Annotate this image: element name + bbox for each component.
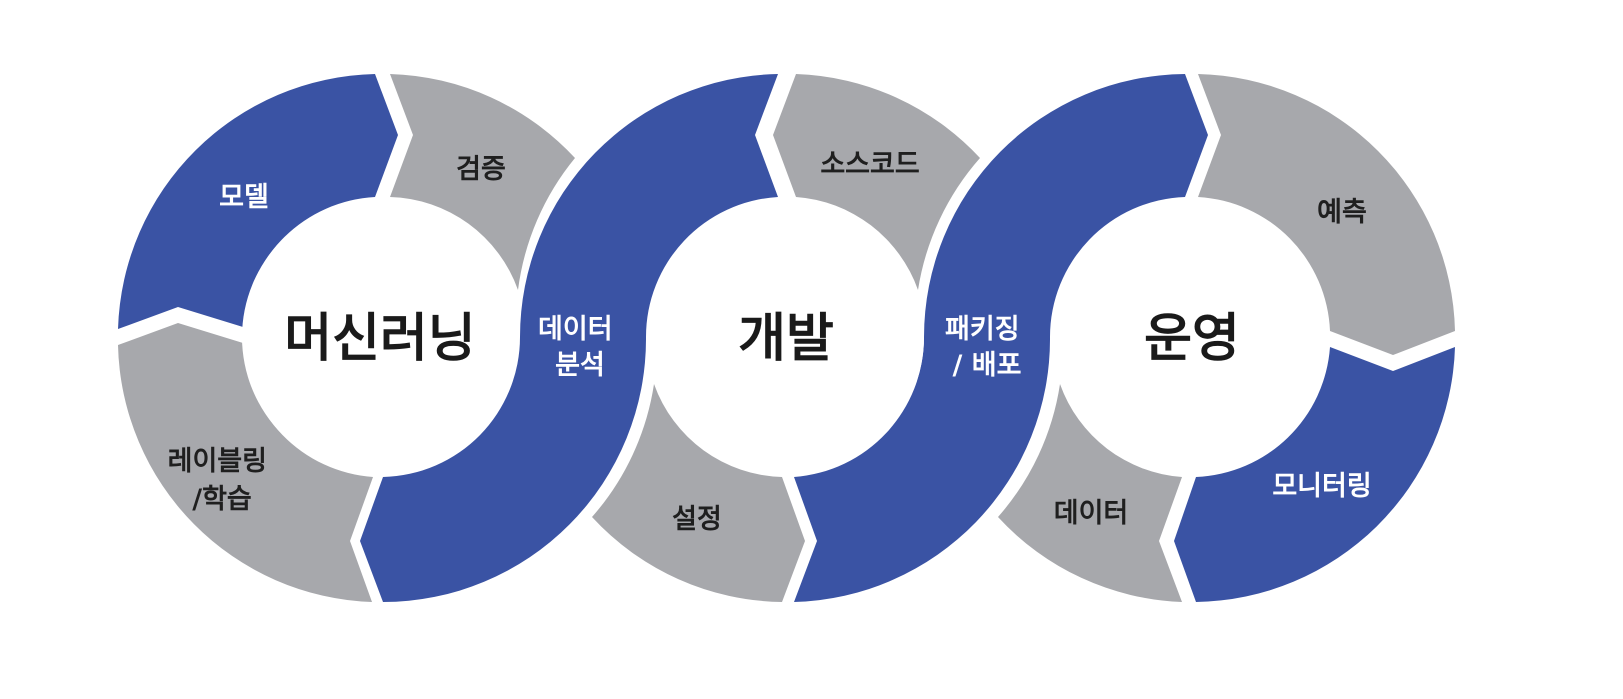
hub-development — [648, 199, 924, 475]
title-development: 개발 — [738, 309, 834, 369]
segment-setup — [592, 384, 805, 602]
label-data-analysis: 데이터 분석 — [538, 314, 622, 381]
title-machine-learning: 머신러닝 — [284, 309, 475, 369]
label-setup: 설정 — [672, 504, 722, 535]
connector-data-analysis — [360, 74, 778, 602]
label-packaging: 패키징 / 배포 — [945, 314, 1029, 381]
label-model: 모델 — [219, 182, 269, 213]
segment-data — [998, 384, 1182, 602]
segment-prediction — [1198, 74, 1455, 355]
connector-packaging — [794, 74, 1208, 602]
label-prediction: 예측 — [1317, 197, 1367, 228]
segment-monitoring — [1174, 347, 1455, 602]
segment-validation — [390, 74, 575, 290]
label-monitoring: 모니터링 — [1272, 471, 1371, 502]
segment-model — [118, 74, 398, 329]
segment-labeling — [118, 323, 373, 602]
label-source-code: 소스코드 — [820, 149, 919, 180]
title-operation: 운영 — [1144, 309, 1240, 369]
label-validation: 검증 — [456, 154, 506, 185]
hub-operation — [1052, 199, 1328, 475]
label-data: 데이터 — [1054, 498, 1129, 529]
label-labeling: 레이블링 /학습 — [168, 446, 277, 515]
segment-source-code — [773, 74, 980, 290]
hub-machine-learning — [242, 199, 518, 475]
